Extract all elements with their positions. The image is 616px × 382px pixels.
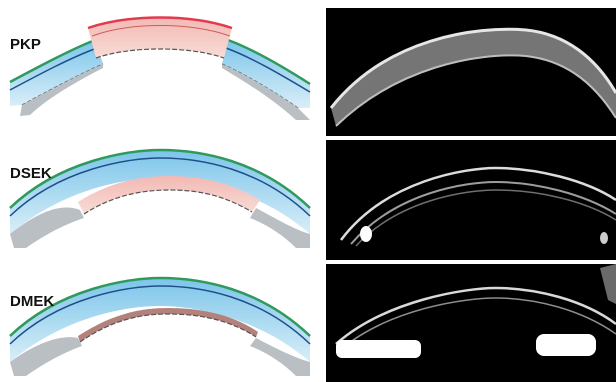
dmek-cornea-illustration — [0, 258, 320, 382]
pkp-oct-image — [326, 8, 616, 136]
dsek-diagram — [0, 130, 320, 255]
row-label-pkp: PKP — [10, 36, 41, 53]
row-label-dmek: DMEK — [10, 293, 54, 310]
pkp-diagram — [0, 0, 320, 130]
pkp-oct-scan — [326, 8, 616, 136]
row-label-dsek: DSEK — [10, 165, 52, 182]
dmek-oct-image — [326, 264, 616, 382]
dsek-cornea-illustration — [0, 130, 320, 255]
pkp-cornea-illustration — [0, 0, 320, 130]
dmek-diagram — [0, 258, 320, 382]
pkp-graft — [88, 18, 232, 59]
dmek-oct-scan — [326, 264, 616, 382]
dsek-oct-image — [326, 140, 616, 260]
dsek-oct-scan — [326, 140, 616, 260]
